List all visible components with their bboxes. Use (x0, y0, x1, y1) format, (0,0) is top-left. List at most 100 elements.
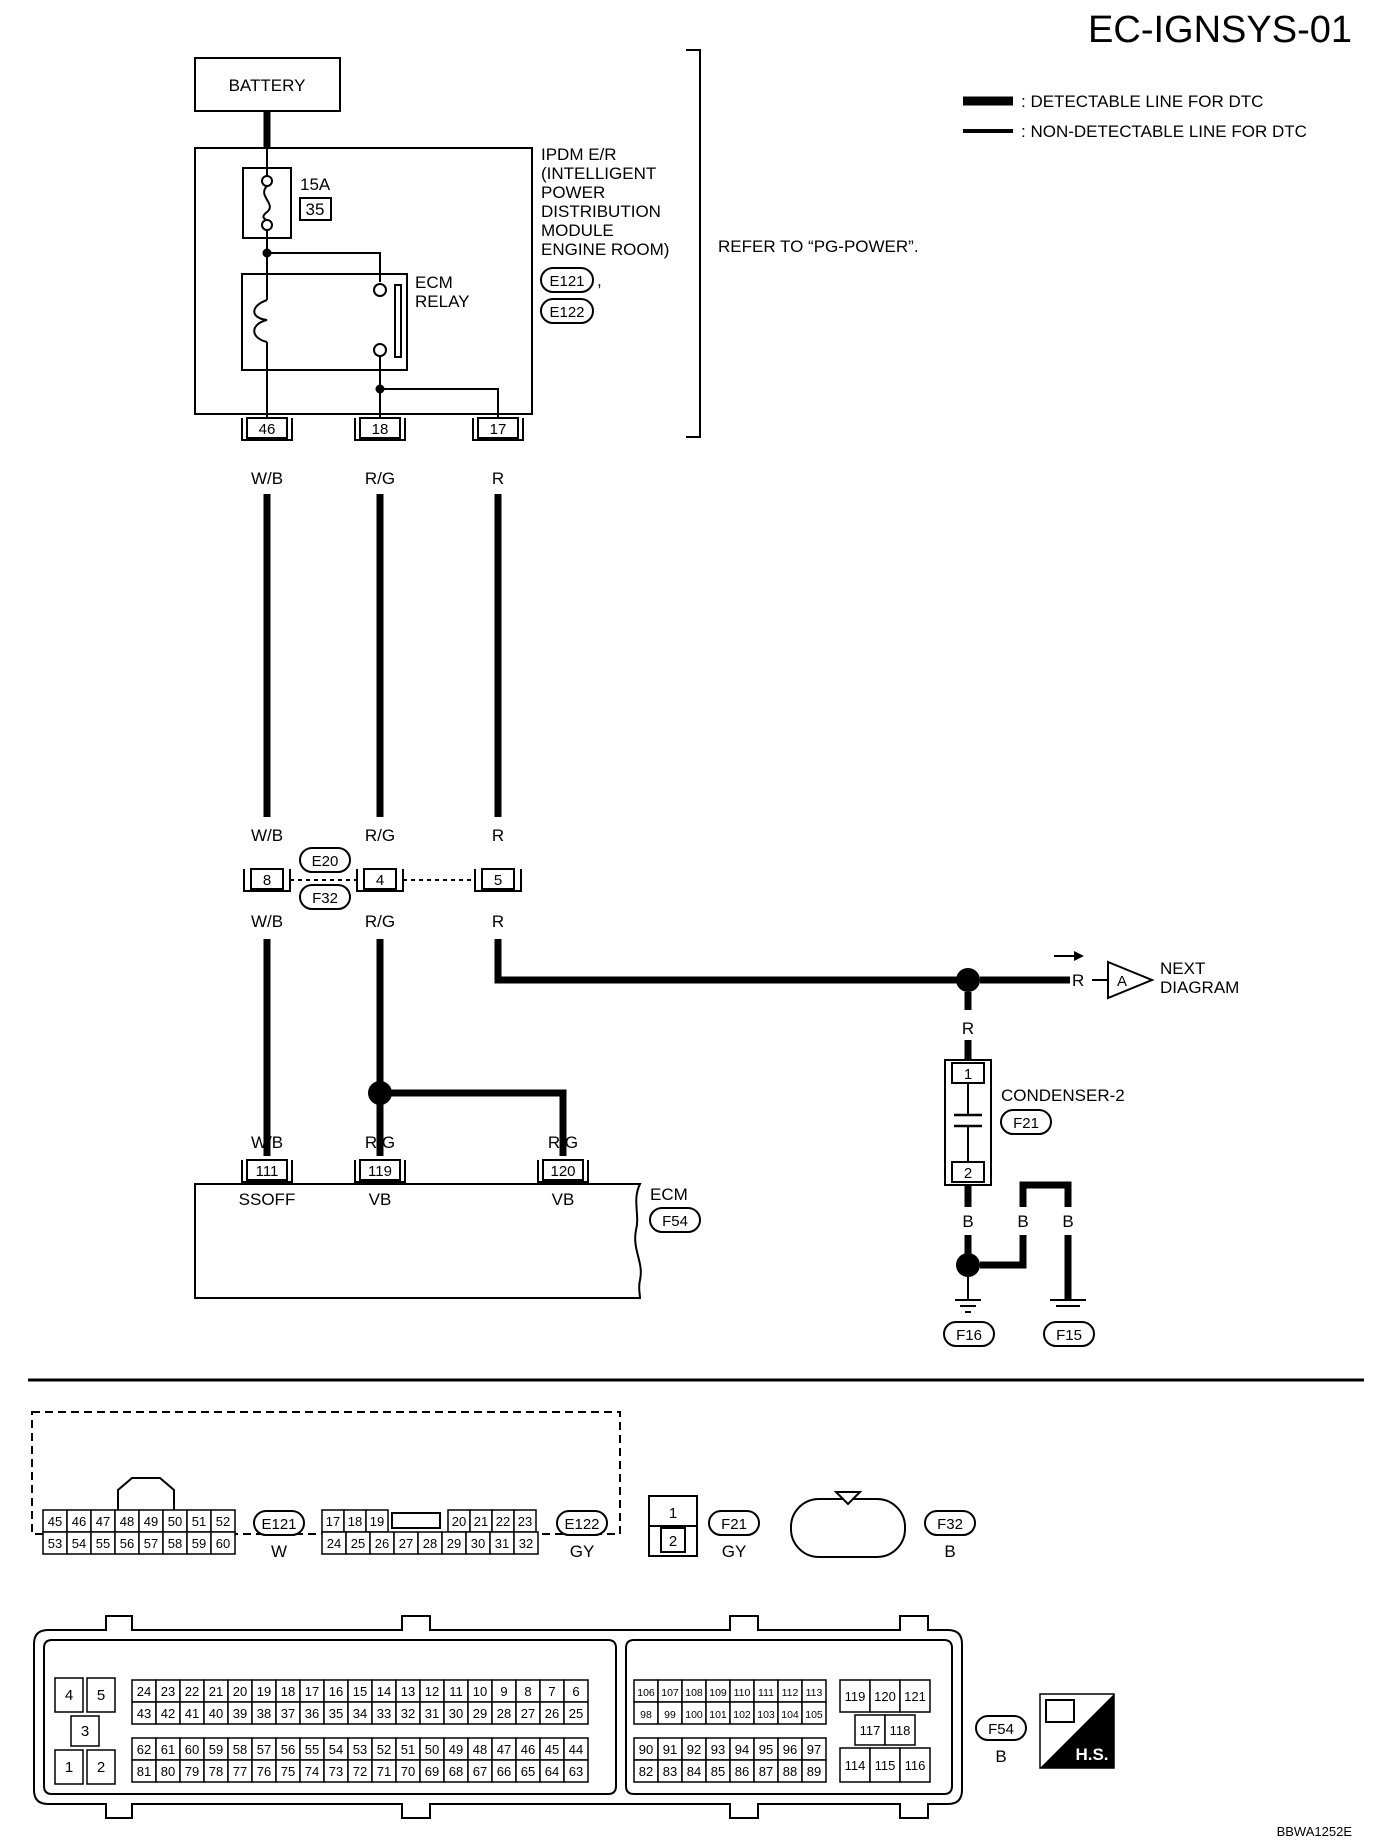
pin-label: 90 (639, 1742, 653, 1757)
pin-label: 66 (497, 1764, 511, 1779)
ecm-box (194, 1183, 642, 1299)
wire-label-rg-2: R/G (365, 826, 395, 845)
pin-label: 74 (305, 1764, 319, 1779)
pin-cell (869, 1679, 901, 1713)
pin-label: 105 (805, 1709, 823, 1721)
pin-label: 2 (97, 1759, 105, 1776)
pin-cell (884, 1714, 916, 1746)
pin-label: 91 (663, 1742, 677, 1757)
ecm-terminal-name-119: VB (369, 1190, 392, 1209)
f54-id: F54 (988, 1721, 1014, 1738)
pin-label: 60 (216, 1536, 230, 1551)
joint-pin-5: 5 (474, 868, 522, 892)
e121-latch (117, 1477, 175, 1510)
ipdm-terminal-label-17: 17 (490, 421, 507, 438)
pin-label: 38 (257, 1706, 271, 1721)
pin-label: 51 (192, 1514, 206, 1529)
pin-label: 40 (209, 1706, 223, 1721)
pin-label: 20 (452, 1514, 466, 1529)
pin-label: 31 (425, 1706, 439, 1721)
f54-right-housing (625, 1639, 953, 1795)
pin-label: 17 (305, 1684, 319, 1699)
pin-label: 51 (401, 1742, 415, 1757)
wire-label-rg-1: R/G (365, 469, 395, 488)
ground-f15: F15 (1056, 1327, 1082, 1344)
joint-connector-e20-oval (299, 847, 351, 873)
pin-label: 61 (161, 1742, 175, 1757)
ipdm-terminal-17: 17 (472, 417, 524, 441)
wire-label-wb-3: W/B (251, 912, 283, 931)
pin-label: 21 (474, 1514, 488, 1529)
pin-label: 16 (329, 1684, 343, 1699)
bracket (686, 49, 701, 438)
diagram-title: EC-IGNSYS-01 (1088, 9, 1352, 51)
ecm-terminal-name-120: VB (552, 1190, 575, 1209)
relay-coil (253, 299, 268, 343)
refer-text: REFER TO “PG-POWER”. (718, 237, 919, 256)
relay-armature (394, 284, 402, 358)
pin-label: 87 (759, 1764, 773, 1779)
pin-label: 23 (161, 1684, 175, 1699)
wire-b-jump (1019, 1181, 1072, 1207)
ipdm-terminal-46: 46 (241, 417, 293, 441)
pin-label: 25 (569, 1706, 583, 1721)
joint-pin-8: 8 (243, 868, 291, 892)
pin-label: 102 (733, 1709, 751, 1721)
f32-view (790, 1498, 906, 1558)
pin-label: 106 (637, 1687, 655, 1699)
pin-label: 13 (401, 1684, 415, 1699)
relay-label-1: ECM (415, 273, 453, 292)
f32-color: B (944, 1542, 955, 1561)
f21-pin2-box (660, 1527, 686, 1553)
e121-color: W (271, 1542, 287, 1561)
fuse-rating: 15A (300, 175, 331, 194)
pin-label: 84 (687, 1764, 701, 1779)
hs-badge-text: H.S. (1075, 1745, 1108, 1764)
pin-label: 75 (281, 1764, 295, 1779)
pin-label: 45 (48, 1514, 62, 1529)
ipdm-connector-e122-oval (540, 298, 594, 324)
f54-body (33, 1615, 963, 1819)
wire-label-wb-1: W/B (251, 469, 283, 488)
pin-label: 6 (572, 1684, 579, 1699)
wire-label-r-1: R (492, 469, 504, 488)
pin-label: 117 (860, 1723, 881, 1738)
pin-cell (86, 1677, 116, 1713)
fuse-number-box (299, 197, 332, 221)
pin-label: 21 (209, 1684, 223, 1699)
pin-label: 110 (734, 1687, 751, 1699)
ipdm-connector-e121-oval (540, 267, 594, 293)
pin-label: 50 (425, 1742, 439, 1757)
pin-cell (70, 1715, 100, 1747)
ipdm-name-4: DISTRIBUTION (541, 202, 661, 221)
pin-label: 116 (905, 1758, 926, 1773)
pin-label: 120 (874, 1689, 896, 1704)
pin-label: 94 (735, 1742, 749, 1757)
ground-symbol-f15 (1050, 1299, 1086, 1307)
pin-label: 83 (663, 1764, 677, 1779)
e121-oval (253, 1510, 305, 1536)
joint-pin-label-4: 4 (376, 872, 384, 889)
relay-contact-bottom (373, 343, 387, 357)
pin-label: 80 (161, 1764, 175, 1779)
ecm-terminal-name-111: SSOFF (239, 1190, 296, 1209)
pin-label: 32 (401, 1706, 415, 1721)
condenser-name: CONDENSER-2 (1001, 1086, 1125, 1105)
pin-label: 112 (782, 1687, 799, 1699)
pin-label: 30 (449, 1706, 463, 1721)
ecm-connector: F54 (662, 1213, 688, 1230)
pin-label: 47 (497, 1742, 511, 1757)
pin-label: 99 (664, 1709, 676, 1721)
pin-label: 85 (711, 1764, 725, 1779)
ecm-terminal-label-120: 120 (550, 1163, 575, 1180)
pin-label: 119 (845, 1689, 866, 1704)
pin-label: 77 (233, 1764, 247, 1779)
pin-label: 28 (497, 1706, 511, 1721)
wire-label-b-2: B (1017, 1212, 1028, 1231)
e122-color: GY (570, 1542, 595, 1561)
pin-label: 8 (524, 1684, 531, 1699)
joint-connector-f32-oval (299, 884, 351, 910)
pin-label: 54 (72, 1536, 86, 1551)
wire-label-r-condenser: R (962, 1019, 974, 1038)
pin-label: 100 (685, 1709, 703, 1721)
